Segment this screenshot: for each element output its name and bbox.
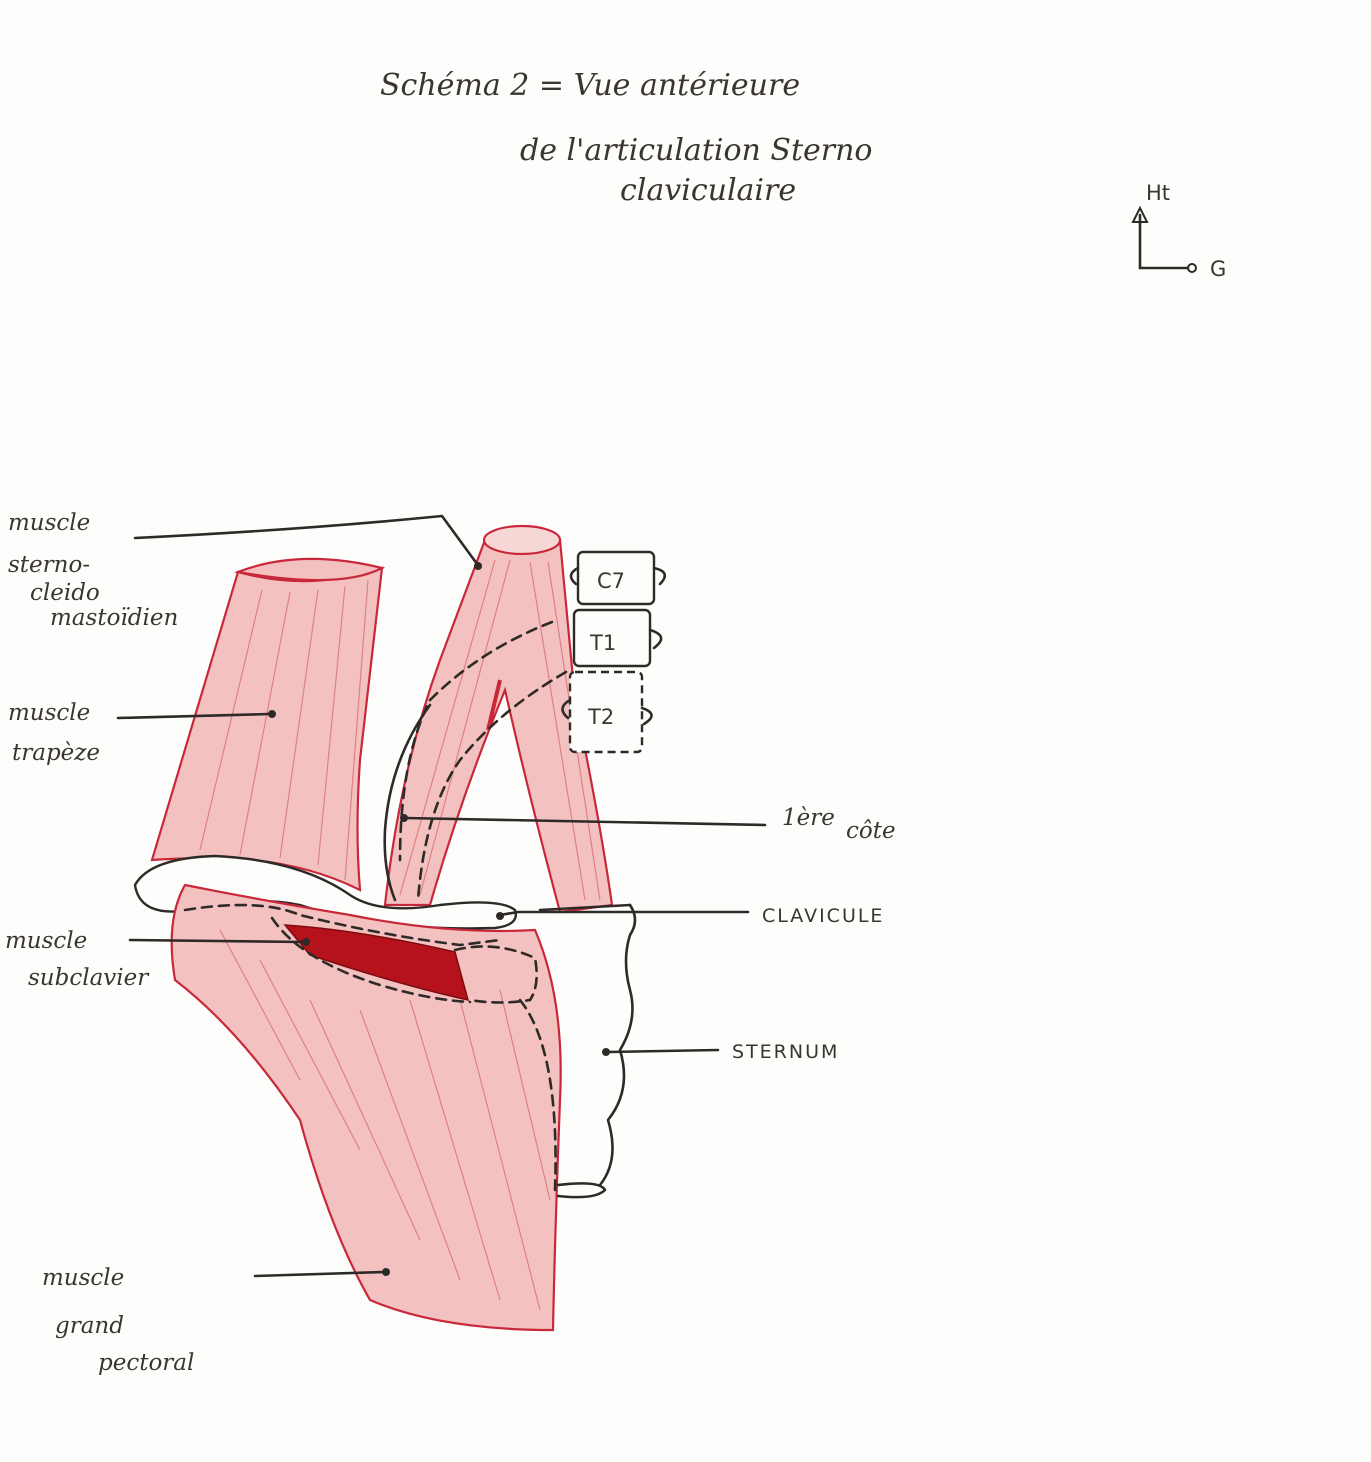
orientation-marker: Ht G xyxy=(1131,181,1226,281)
up-arrow-icon xyxy=(1131,205,1149,223)
svg-text:muscle: muscle xyxy=(5,928,87,954)
svg-text:trapèze: trapèze xyxy=(12,740,100,766)
leader-sternum xyxy=(606,1048,720,1054)
vertebra-c7: C7 xyxy=(569,550,667,606)
trapezius-muscle xyxy=(150,557,386,892)
title-line-3: claviculaire xyxy=(620,173,796,208)
diagram-title: Schéma 2 = Vue antérieure de l'articulat… xyxy=(380,68,872,208)
labels: muscle sterno- cleido mastoïdien muscle … xyxy=(5,510,896,1376)
label-premiere-cote: 1ère côte xyxy=(782,805,896,844)
title-line-1: Schéma 2 = Vue antérieure xyxy=(380,68,800,103)
side-arrow-icon xyxy=(1187,263,1197,273)
first-rib xyxy=(383,620,568,902)
svg-text:muscle: muscle xyxy=(42,1265,124,1291)
leader-scm xyxy=(133,514,482,570)
label-subclavier: muscle subclavier xyxy=(5,928,150,991)
svg-text:mastoïdien: mastoïdien xyxy=(50,605,178,631)
orientation-side-label: G xyxy=(1210,257,1226,281)
svg-text:1ère: 1ère xyxy=(782,805,835,831)
orientation-up-label: Ht xyxy=(1146,181,1170,205)
label-grand-pectoral: muscle grand pectoral xyxy=(42,1265,194,1376)
vertebra-label-t1: T1 xyxy=(589,631,616,655)
sternum xyxy=(453,903,632,1199)
leader-premiere-cote xyxy=(403,816,767,827)
label-trapeze: muscle trapèze xyxy=(8,700,100,766)
leader-trapeze xyxy=(116,712,272,720)
sternum-brace xyxy=(598,903,637,1187)
leader-clavicule xyxy=(498,910,750,917)
svg-text:muscle: muscle xyxy=(8,700,90,726)
label-scm: muscle sterno- cleido mastoïdien xyxy=(8,510,178,631)
vertebra-label-c7: C7 xyxy=(597,569,625,593)
svg-text:cleido: cleido xyxy=(30,580,100,606)
svg-text:côte: côte xyxy=(846,818,896,844)
svg-text:pectoral: pectoral xyxy=(98,1350,194,1376)
vertebrae: C7 T1 T2 xyxy=(561,550,667,754)
vertebra-label-t2: T2 xyxy=(587,705,614,729)
leader-subclavier xyxy=(128,938,307,944)
vertebra-t2: T2 xyxy=(561,670,653,754)
leader-lines xyxy=(116,514,767,1278)
title-line-2: de l'articulation Sterno xyxy=(520,133,872,168)
svg-text:grand: grand xyxy=(55,1313,124,1339)
leader-grand-pectoral xyxy=(253,1270,387,1278)
vertebra-t1: T1 xyxy=(572,608,663,668)
label-clavicule: CLAVICULE xyxy=(762,905,884,927)
svg-text:muscle: muscle xyxy=(8,510,90,536)
svg-text:subclavier: subclavier xyxy=(28,965,150,991)
svg-text:sterno-: sterno- xyxy=(8,552,90,578)
label-sternum: STERNUM xyxy=(732,1041,839,1063)
sternocleidomastoid-muscle xyxy=(383,524,614,914)
subclavius-muscle xyxy=(270,916,472,1004)
